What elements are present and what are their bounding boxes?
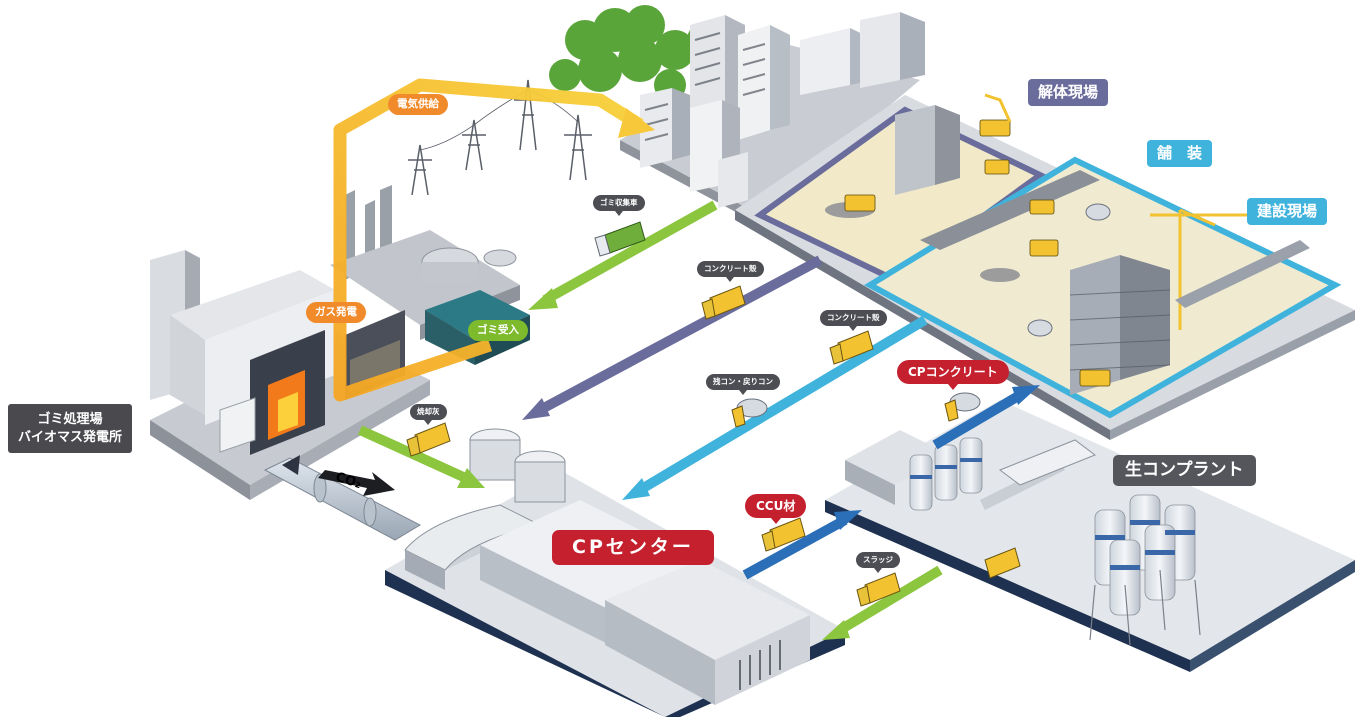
city-buildings [640,12,925,208]
cp-center-complex [385,428,845,717]
dump-truck-1 [701,285,746,320]
cp-concrete-label: CPコンクリート [897,360,1009,390]
gas-power-label: ガス発電 [306,302,366,323]
city-block [549,5,925,225]
city-windows [644,32,766,141]
ccu-flow-arrow [742,510,862,580]
garbage-truck-label: ゴミ収集車 [593,195,645,215]
garbage-truck [594,221,646,257]
ccu-material-label: CCU材 [745,494,807,524]
concrete-debris-label-1: コンクリート殻 [697,261,764,281]
cp-concrete-flow-arrow [932,385,1040,450]
waste-plant-label: ゴミ処理場 バイオマス発電所 [8,404,133,454]
paving-label: 舗 装 [1147,140,1213,167]
sludge-label: スラッジ [856,552,900,572]
garbage-flow-arrow [528,200,718,310]
concrete-debris-flow-arrow [522,255,823,420]
energy-flow-arrow [333,78,655,402]
mixer-truck-1 [731,398,768,428]
electricity-supply-label: 電気供給 [388,94,448,115]
waste-plant [150,185,530,500]
demolition-site-label: 解体現場 [1028,79,1109,106]
co2-pipeline [263,455,422,541]
waste-intake-label: ゴミ受入 [468,320,528,341]
dump-truck-2 [829,330,874,365]
mixer-trucks-site [1027,203,1111,337]
waste-plant-label-line2: バイオマス発電所 [18,429,123,445]
dump-truck-4 [761,517,806,552]
power-pylons [408,79,592,196]
silos [909,437,1201,646]
waste-plant-label-line1: ゴミ処理場 [37,412,103,427]
dump-truck-6 [984,547,1021,579]
ready-mix-plant [825,400,1355,672]
returned-concrete-flow-arrow [622,315,928,500]
mixer-truck-2 [944,392,981,422]
work-sites-platform [735,95,1355,440]
dump-truck-3 [406,422,451,457]
ready-mix-plant-label: 生コンプラント [1113,455,1256,486]
residual-concrete-label: 残コン・戻りコン [706,374,780,394]
construction-machines [844,93,1111,387]
cp-center-label: CPセンター [552,530,714,565]
construction-site-label: 建設現場 [1247,198,1328,225]
sludge-flow-arrow [822,565,943,640]
dump-truck-5 [856,572,901,607]
incineration-ash-label: 焼却灰 [410,404,447,424]
concrete-debris-label-2: コンクリート殻 [820,310,887,330]
